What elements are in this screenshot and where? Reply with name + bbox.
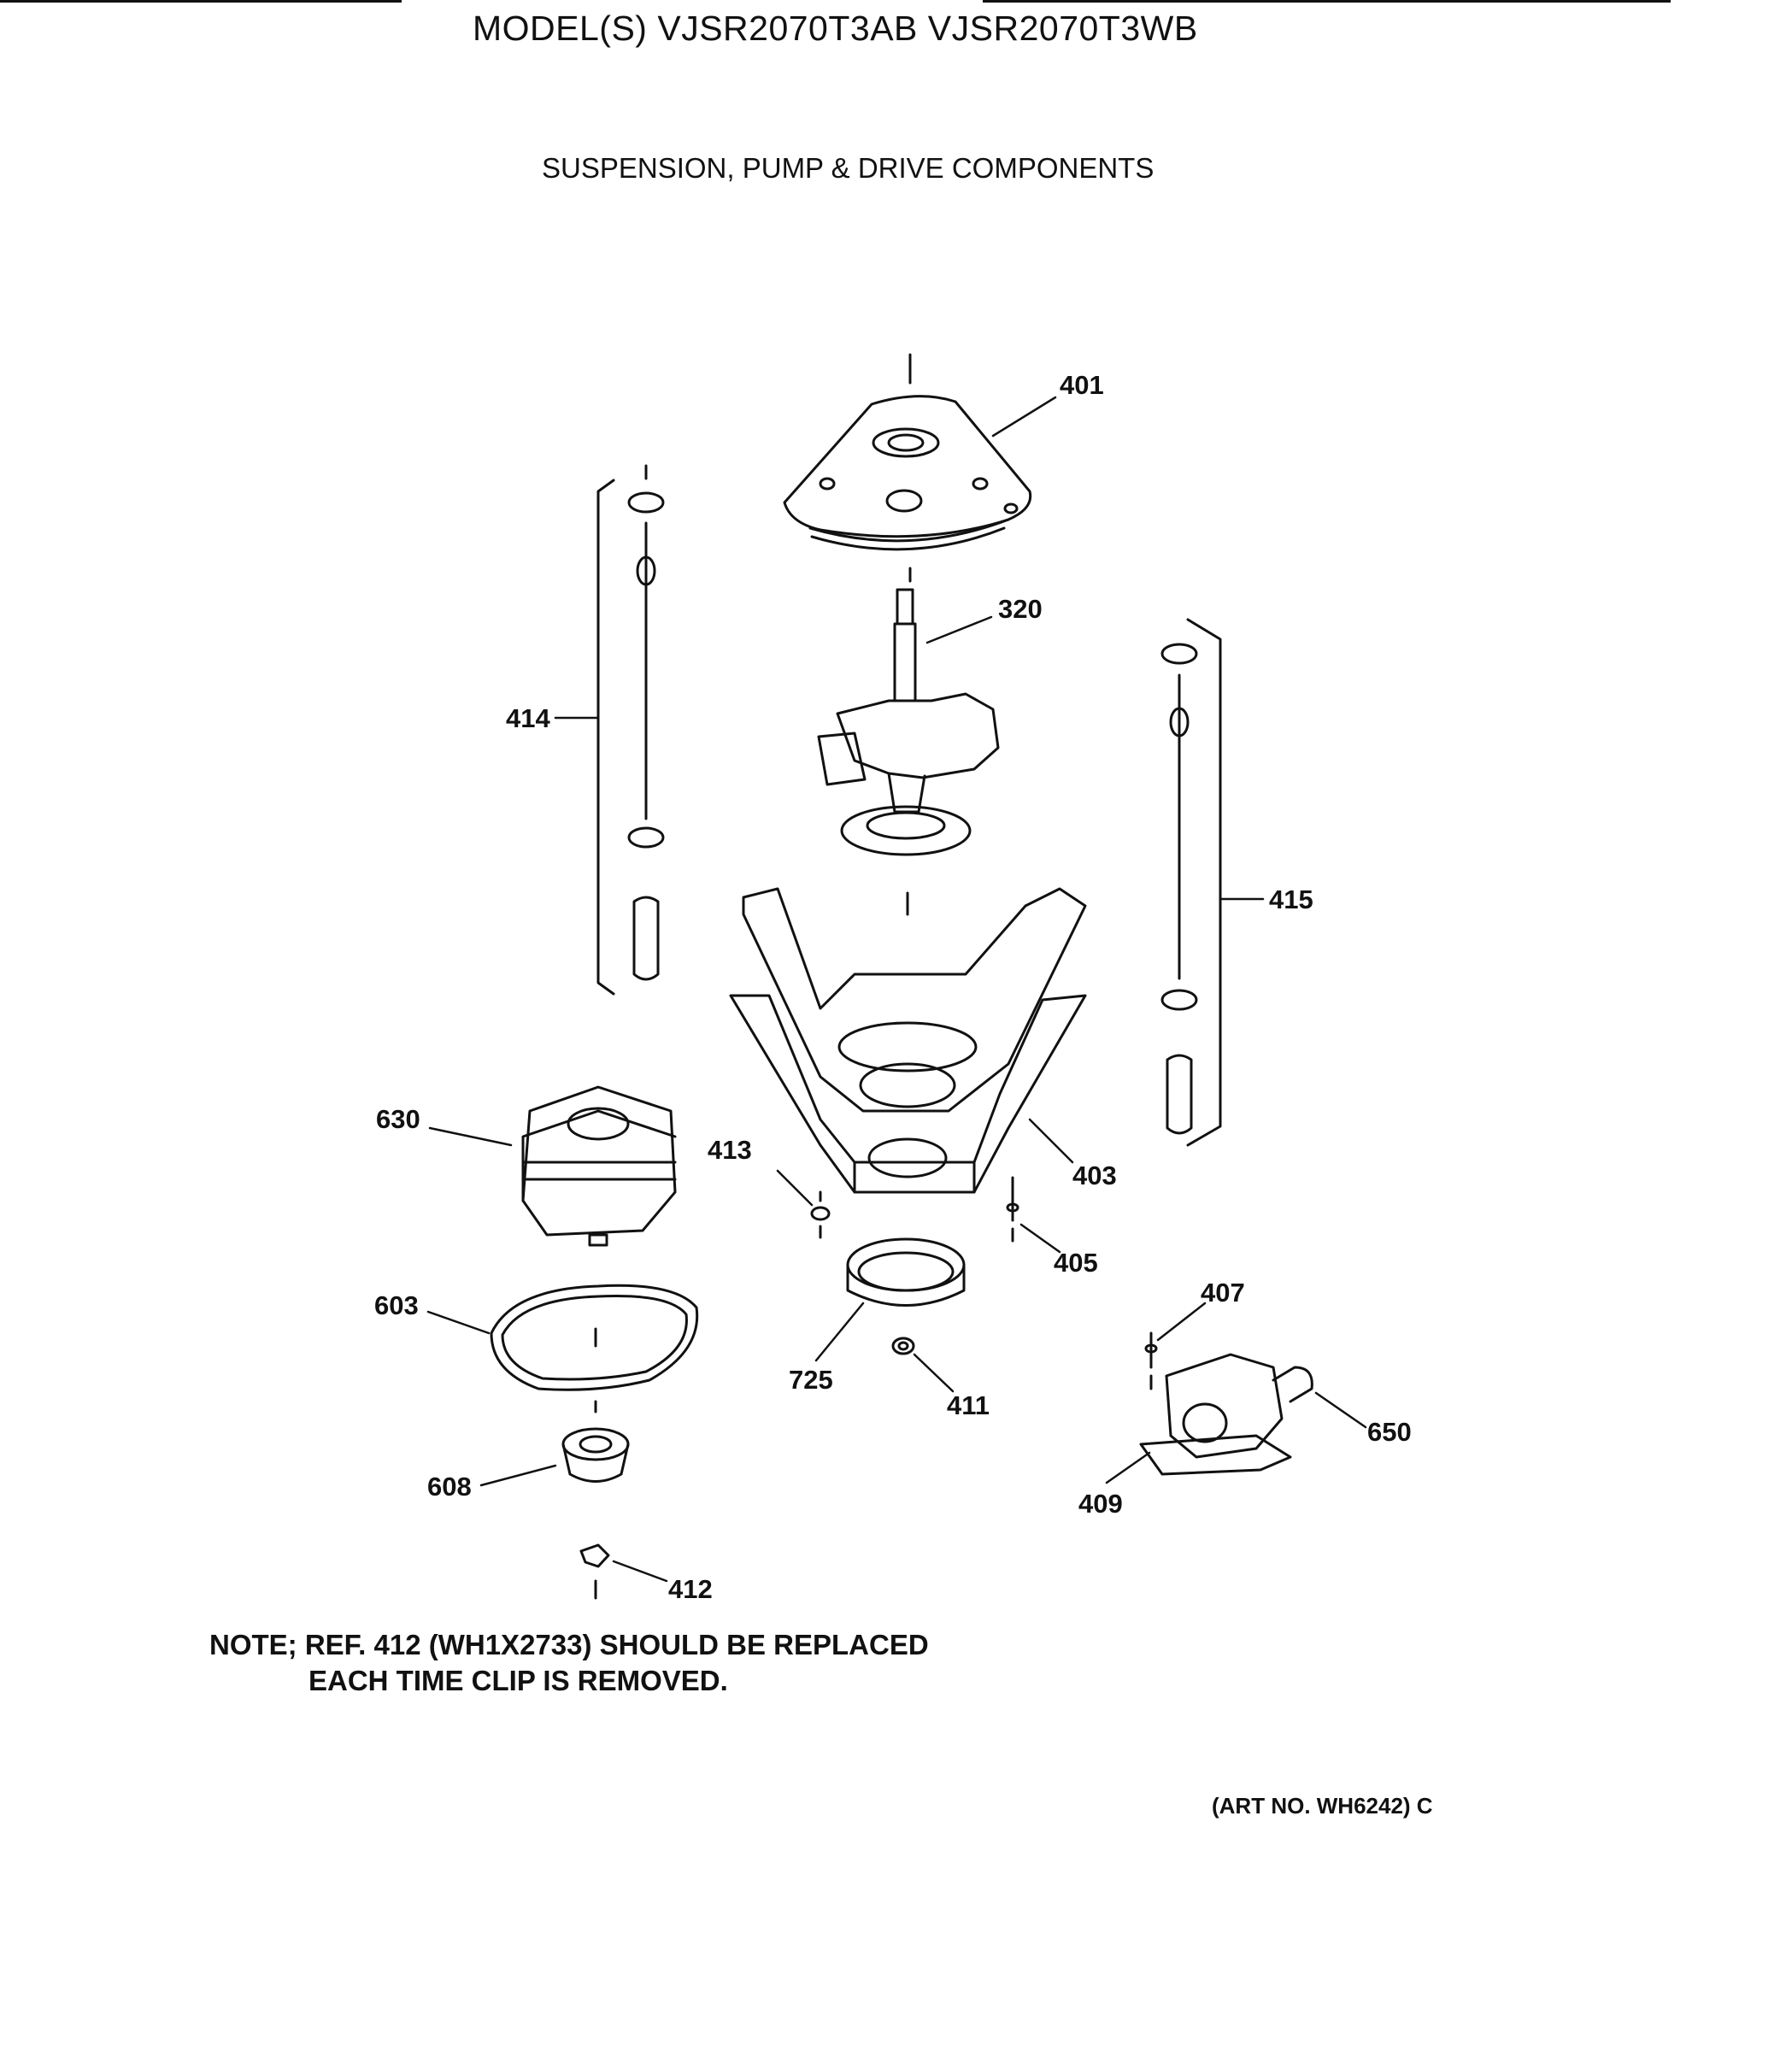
- ref-320: 320: [998, 594, 1043, 624]
- part-608-motor-pulley: [561, 1427, 630, 1483]
- part-650-drain-pump: [1165, 1353, 1313, 1459]
- section-subtitle: SUSPENSION, PUMP & DRIVE COMPONENTS: [542, 152, 1155, 184]
- note-line-2: EACH TIME CLIP IS REMOVED.: [308, 1665, 728, 1696]
- leader-lines: [426, 396, 1367, 1583]
- ref-412: 412: [668, 1574, 713, 1604]
- ref-608: 608: [427, 1472, 472, 1502]
- ref-414: 414: [506, 703, 550, 733]
- ref-650: 650: [1367, 1417, 1412, 1447]
- part-409-pump-bracket: [1139, 1434, 1292, 1476]
- part-320-transmission: [817, 588, 1000, 916]
- part-405-bolt: [1006, 1176, 1019, 1243]
- ref-725: 725: [789, 1365, 833, 1395]
- part-407-screw: [1144, 1331, 1158, 1390]
- ref-407: 407: [1201, 1278, 1245, 1308]
- part-630-drive-motor: [521, 1085, 677, 1247]
- ref-411: 411: [947, 1390, 990, 1420]
- model-title: MODEL(S) VJSR2070T3AB VJSR2070T3WB: [473, 9, 1198, 48]
- ref-630: 630: [376, 1104, 420, 1134]
- part-413-washer: [810, 1190, 831, 1239]
- ref-413: 413: [708, 1135, 752, 1165]
- part-401-tub-cover: [783, 353, 1032, 583]
- ref-403: 403: [1072, 1161, 1117, 1190]
- ref-409: 409: [1078, 1489, 1123, 1519]
- part-414-suspension-rod-left: [596, 464, 665, 996]
- ref-401: 401: [1060, 370, 1104, 400]
- art-number: (ART NO. WH6242) C: [1212, 1793, 1433, 1819]
- part-403-suspension-frame: [729, 887, 1087, 1194]
- ref-405: 405: [1054, 1248, 1098, 1278]
- part-725-drive-pulley: [846, 1237, 966, 1307]
- part-411-nut: [891, 1337, 915, 1355]
- part-412-clip: [579, 1543, 610, 1600]
- note-line-1: NOTE; REF. 412 (WH1X2733) SHOULD BE REPL…: [209, 1629, 929, 1660]
- ref-415: 415: [1269, 884, 1313, 914]
- ref-603: 603: [374, 1290, 419, 1320]
- top-rule: [0, 0, 1792, 3]
- part-603-drive-belt: [490, 1284, 699, 1413]
- part-415-suspension-rod-right: [1160, 618, 1222, 1147]
